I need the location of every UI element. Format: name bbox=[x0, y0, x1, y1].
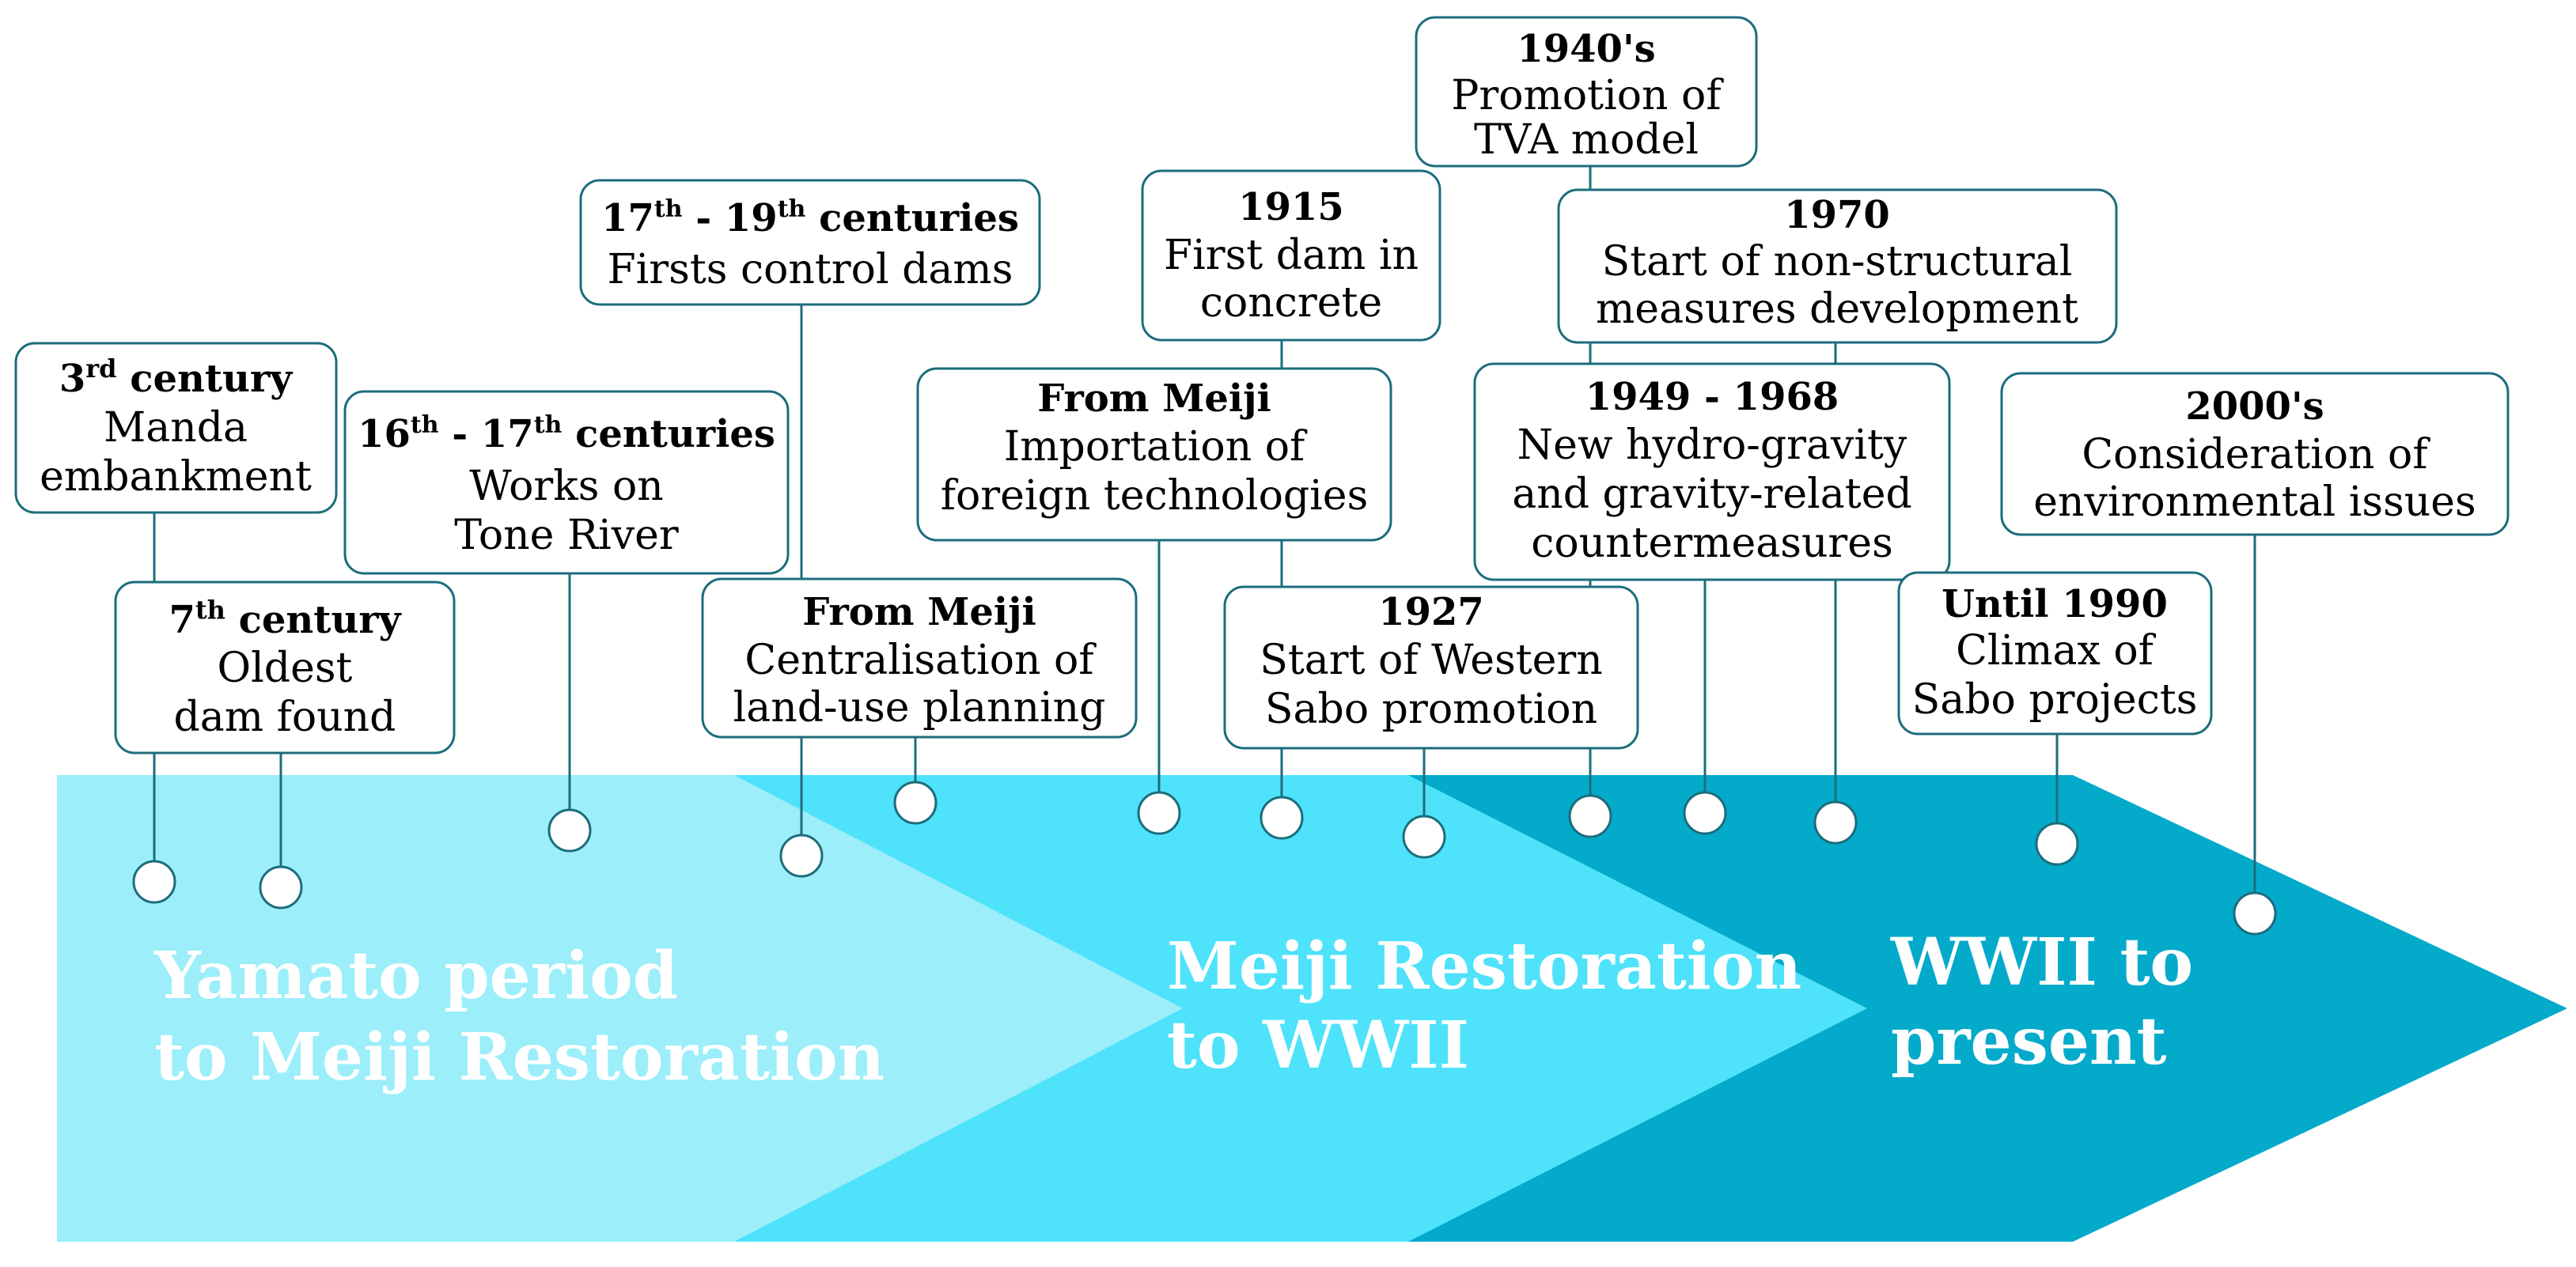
event-until-1990: Until 1990 Climax of Sabo projects bbox=[1897, 571, 2213, 736]
event-text: First dam in bbox=[1164, 232, 1419, 279]
timeline-dot bbox=[1260, 796, 1304, 840]
event-1940s: 1940's Promotion of TVA model bbox=[1415, 16, 1758, 168]
timeline-dots bbox=[132, 781, 2277, 936]
event-title: From Meiji bbox=[1037, 376, 1271, 421]
event-text: dam found bbox=[174, 694, 396, 741]
event-7th-century: 7th century Oldest dam found bbox=[114, 581, 456, 755]
era-label-yamato-line1: Yamato period bbox=[153, 938, 678, 1014]
timeline-dot bbox=[1813, 800, 1858, 845]
event-text: Tone River bbox=[454, 512, 679, 559]
event-title: 1940's bbox=[1517, 27, 1655, 71]
era-label-wwii-line1: WWII to bbox=[1890, 925, 2193, 1000]
era-label-yamato-line2: to Meiji Restoration bbox=[154, 1019, 885, 1095]
era-chevron-yamato-meiji bbox=[57, 775, 1183, 1242]
event-text: environmental issues bbox=[2033, 478, 2476, 526]
timeline-dot bbox=[2233, 891, 2277, 936]
event-text: Oldest bbox=[218, 645, 353, 692]
event-title: 3rd century bbox=[59, 354, 294, 401]
timeline-dot bbox=[1683, 791, 1727, 835]
event-from-meiji-centralisation: From Meiji Centralisation of land-use pl… bbox=[701, 577, 1138, 739]
event-1949-1968: 1949 - 1968 New hydro-gravity and gravit… bbox=[1473, 362, 1951, 581]
era-chevron-wwii-present bbox=[1408, 775, 2567, 1242]
event-from-meiji-importation: From Meiji Importation of foreign techno… bbox=[916, 367, 1392, 542]
event-title: 1915 bbox=[1238, 185, 1344, 229]
event-title: 1927 bbox=[1378, 590, 1484, 634]
timeline-dot bbox=[132, 860, 176, 904]
event-text: TVA model bbox=[1474, 116, 1699, 164]
event-text: New hydro-gravity bbox=[1517, 422, 1907, 469]
timeline-dot bbox=[259, 865, 303, 910]
event-text: Promotion of bbox=[1451, 72, 1724, 119]
event-title: 17th - 19th centuries bbox=[601, 195, 1019, 240]
event-title: 16th - 17th centuries bbox=[358, 411, 775, 456]
event-text: embankment bbox=[40, 453, 312, 501]
event-text: Start of non-structural bbox=[1602, 238, 2073, 286]
event-title: 7th century bbox=[169, 595, 402, 642]
event-text: Sabo projects bbox=[1912, 676, 2198, 724]
timeline-dot bbox=[1137, 791, 1181, 835]
event-2000s: 2000's Consideration of environmental is… bbox=[2000, 372, 2510, 536]
event-title: 1970 bbox=[1784, 193, 1890, 237]
event-title: From Meiji bbox=[802, 590, 1036, 634]
event-title: Until 1990 bbox=[1941, 582, 2168, 626]
event-3rd-century: 3rd century Manda embankment bbox=[14, 342, 338, 514]
event-1915: 1915 First dam in concrete bbox=[1141, 169, 1441, 342]
era-label-wwii-line2: present bbox=[1891, 1004, 2167, 1080]
event-text: Consideration of bbox=[2082, 431, 2430, 478]
event-text: countermeasures bbox=[1531, 520, 1893, 567]
timeline-dot bbox=[1402, 815, 1446, 859]
event-text: Centralisation of bbox=[744, 637, 1097, 684]
event-1970: 1970 Start of non-structural measures de… bbox=[1557, 188, 2118, 344]
event-1927: 1927 Start of Western Sabo promotion bbox=[1223, 585, 1639, 750]
event-text: Firsts control dams bbox=[608, 246, 1013, 293]
era-chevron-meiji-wwii bbox=[734, 775, 1867, 1242]
timeline-dot bbox=[547, 808, 592, 853]
timeline-dot bbox=[893, 781, 938, 825]
event-text: concrete bbox=[1200, 279, 1382, 327]
timeline-dot bbox=[779, 834, 824, 878]
event-text: foreign technologies bbox=[941, 472, 1369, 520]
event-text: Manda bbox=[104, 404, 248, 452]
event-text: Sabo promotion bbox=[1265, 686, 1597, 733]
event-text: land-use planning bbox=[733, 684, 1106, 732]
event-text: Works on bbox=[469, 463, 664, 510]
event-title: 1949 - 1968 bbox=[1585, 375, 1839, 419]
era-label-meiji-line1: Meiji Restoration bbox=[1167, 929, 1801, 1004]
timeline-dot bbox=[2035, 822, 2079, 866]
event-text: Importation of bbox=[1004, 423, 1308, 471]
event-title: 2000's bbox=[2185, 384, 2324, 429]
timeline-dot bbox=[1568, 794, 1612, 838]
event-16th-17th-centuries: 16th - 17th centuries Works on Tone Rive… bbox=[343, 390, 790, 575]
event-17th-19th-centuries: 17th - 19th centuries Firsts control dam… bbox=[579, 179, 1041, 306]
era-label-meiji-line2: to WWII bbox=[1167, 1008, 1469, 1084]
event-text: and gravity-related bbox=[1512, 471, 1912, 518]
event-text: Start of Western bbox=[1260, 637, 1603, 684]
event-text: measures development bbox=[1596, 286, 2078, 333]
event-text: Climax of bbox=[1956, 627, 2157, 675]
